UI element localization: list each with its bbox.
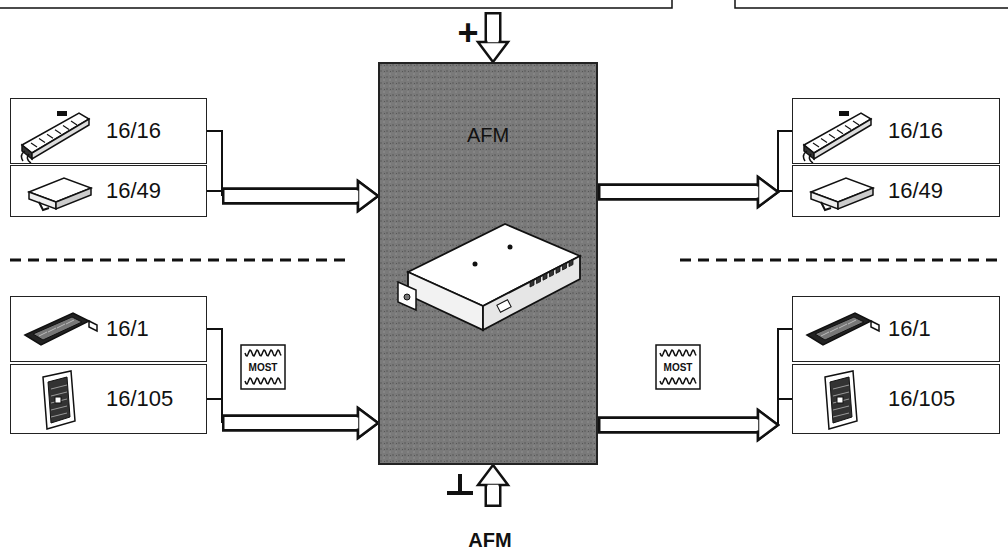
signal-arrow-outline bbox=[598, 417, 758, 434]
signal-arrow-head bbox=[758, 410, 778, 440]
signal-arrow-body bbox=[601, 186, 759, 198]
seat-unit-icon bbox=[21, 111, 89, 163]
signal-arrow-body bbox=[225, 417, 359, 429]
ground-symbol bbox=[447, 474, 473, 493]
signal-arrow-body bbox=[601, 419, 759, 431]
signal-arrow-join bbox=[755, 187, 759, 198]
signal-arrow-join bbox=[755, 420, 759, 431]
connector-line bbox=[778, 131, 792, 192]
signal-arrow-join bbox=[355, 191, 359, 202]
supply-arrow bbox=[478, 12, 508, 62]
module-box: AFM bbox=[378, 62, 598, 465]
signal-arrow bbox=[598, 329, 792, 440]
signal-arrow bbox=[207, 181, 378, 211]
component-box: 16/1 bbox=[10, 296, 207, 362]
module-name: AFM bbox=[468, 529, 511, 552]
signal-arrow-outline bbox=[222, 188, 358, 205]
signal-arrow-join bbox=[355, 418, 359, 429]
module-icon bbox=[825, 371, 857, 429]
supply-arrow-body bbox=[487, 15, 499, 43]
part-number: 16/16 bbox=[106, 118, 161, 144]
component-box: 16/16 bbox=[10, 98, 207, 164]
ground-arrow-body bbox=[487, 485, 499, 505]
seat-unit-icon bbox=[803, 111, 871, 163]
bus-name: MOST bbox=[664, 362, 693, 373]
control-unit-icon bbox=[29, 178, 91, 210]
part-number: AFM bbox=[467, 124, 509, 147]
signal-arrow-body bbox=[225, 417, 359, 429]
connector-line bbox=[207, 191, 222, 196]
signal-arrow-head bbox=[358, 408, 378, 438]
part-number: 16/49 bbox=[106, 178, 161, 204]
component-box: 16/105 bbox=[10, 364, 207, 434]
signal-arrow bbox=[598, 131, 792, 207]
signal-arrow bbox=[598, 177, 792, 207]
part-number: 16/105 bbox=[106, 386, 173, 412]
signal-arrow-head bbox=[358, 408, 378, 438]
signal-arrow bbox=[207, 329, 378, 438]
ground-arrow-head bbox=[478, 465, 508, 485]
display-icon bbox=[25, 313, 97, 345]
supply-arrow-outline bbox=[485, 12, 502, 42]
component-box: 16/49 bbox=[10, 165, 207, 217]
signal-arrow bbox=[598, 399, 792, 440]
supply-arrow-join bbox=[488, 39, 499, 43]
display-icon bbox=[807, 313, 879, 345]
signal-arrow-outline bbox=[222, 415, 358, 432]
signal-arrow-outline bbox=[598, 184, 758, 201]
signal-arrow-head bbox=[758, 177, 778, 207]
connector-line bbox=[207, 329, 222, 423]
connector-line bbox=[207, 399, 222, 423]
most-bus-icon bbox=[241, 345, 285, 389]
amplifier-module-illustration bbox=[380, 64, 596, 463]
supply-arrow-head bbox=[478, 42, 508, 62]
signal-arrow-join bbox=[755, 420, 759, 431]
component-icon bbox=[380, 64, 596, 463]
ground-arrow bbox=[478, 465, 508, 507]
signal-arrow bbox=[207, 131, 378, 211]
signal-arrow-join bbox=[755, 187, 759, 198]
signal-arrow-outline bbox=[222, 188, 358, 205]
signal-arrow bbox=[207, 399, 378, 438]
control-unit-icon bbox=[811, 178, 873, 210]
bus-name: MOST bbox=[249, 362, 278, 373]
part-number: 16/1 bbox=[888, 316, 931, 342]
module-icon bbox=[43, 371, 75, 429]
part-number: 16/49 bbox=[888, 178, 943, 204]
signal-arrow-outline bbox=[598, 184, 758, 201]
signal-arrow-body bbox=[225, 190, 359, 202]
component-box: 16/105 bbox=[792, 364, 1000, 434]
supply-sign: + bbox=[457, 12, 478, 54]
signal-arrow-body bbox=[601, 419, 759, 431]
signal-arrow-join bbox=[355, 418, 359, 429]
part-number: 16/105 bbox=[888, 386, 955, 412]
signal-arrow-body bbox=[225, 190, 359, 202]
component-box: 16/1 bbox=[792, 296, 1000, 362]
connector-line bbox=[207, 131, 222, 196]
signal-arrow-head bbox=[358, 181, 378, 211]
signal-arrow-body bbox=[601, 186, 759, 198]
signal-arrow-outline bbox=[598, 417, 758, 434]
signal-arrow-head bbox=[758, 177, 778, 207]
part-number: 16/1 bbox=[106, 316, 149, 342]
component-box: 16/16 bbox=[792, 98, 1000, 164]
ground-arrow-outline bbox=[485, 485, 502, 507]
ground-arrow-join bbox=[488, 485, 499, 489]
component-box: 16/49 bbox=[792, 165, 1000, 217]
signal-arrow-join bbox=[355, 191, 359, 202]
most-bus-icon bbox=[656, 345, 700, 389]
connector-line bbox=[778, 399, 792, 425]
connector-line bbox=[778, 329, 792, 425]
signal-arrow-head bbox=[758, 410, 778, 440]
table-border bbox=[0, 0, 1008, 8]
signal-arrow-head bbox=[358, 181, 378, 211]
part-number: 16/16 bbox=[888, 118, 943, 144]
connector-line bbox=[778, 191, 792, 192]
signal-arrow-outline bbox=[222, 415, 358, 432]
